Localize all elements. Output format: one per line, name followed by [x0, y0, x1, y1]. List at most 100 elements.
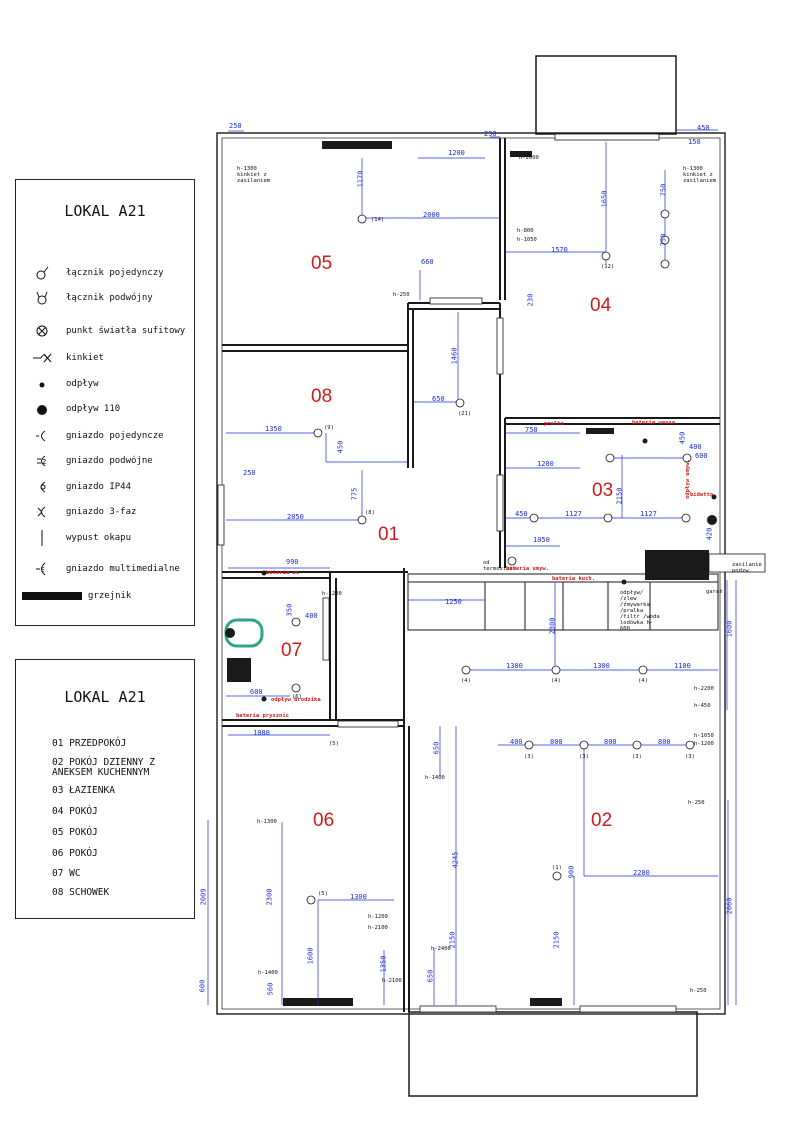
- dimension-label: 1080: [253, 729, 270, 737]
- legend-item-label: łącznik podwójny: [66, 293, 153, 303]
- room-legend-item: 07 WC: [52, 868, 81, 879]
- legend-item-label: odpływ 110: [66, 404, 121, 414]
- svg-text:2: 2: [42, 458, 46, 466]
- dimension-label: 660: [421, 258, 434, 266]
- dimension-label: 1127: [640, 510, 657, 518]
- red-note-pralka: pralka: [544, 421, 564, 427]
- legend-item-label: grzejnik: [88, 591, 132, 601]
- circuit-number: (4): [551, 678, 561, 684]
- room-legend-item: 03 ŁAZIENKA: [52, 785, 115, 796]
- symbol-legend: LOKAL A21 łącznik pojedynczy łącznik pod…: [15, 179, 195, 626]
- legend-item-label: punkt światła sufitowy: [66, 326, 186, 336]
- dimension-label: 750: [659, 183, 668, 197]
- dimension-label: 650: [432, 395, 445, 403]
- dimension-label: 2150: [552, 931, 561, 949]
- double-socket-icon: 2: [28, 452, 56, 470]
- dimension-label: 420: [705, 527, 714, 541]
- height-tag: h-250: [690, 988, 707, 994]
- note-kinkiet-right: h-1300 kinkiet z zasilaniem: [683, 166, 717, 184]
- circuit-number: (9): [324, 425, 334, 431]
- svg-text:E: E: [41, 567, 45, 574]
- legend-item: wypust okapu: [28, 529, 131, 547]
- single-switch-icon: [28, 264, 56, 282]
- dimension-label: 1170: [356, 170, 365, 188]
- note-garaz: garaż: [706, 589, 723, 595]
- height-tag: h-2400: [431, 946, 451, 952]
- legend-item-label: gniazdo podwójne: [66, 456, 153, 466]
- circuit-number: (3): [579, 754, 589, 760]
- legend-item-label: gniazdo IP44: [66, 482, 132, 492]
- balcony-bottom: [408, 1011, 698, 1097]
- dimension-label: 775: [350, 487, 359, 501]
- room-number-03: 03: [592, 480, 614, 501]
- dimension-label: 800: [604, 738, 617, 746]
- single-socket-icon: [28, 427, 56, 445]
- wall-lamp-icon: [28, 349, 56, 367]
- dimension-label: 1200: [537, 460, 554, 468]
- dimension-label: 600: [198, 979, 207, 993]
- dimension-label: 150: [688, 138, 701, 146]
- circuit-number: (6): [292, 694, 302, 700]
- dimension-label: 450: [515, 510, 528, 518]
- legend-item: E gniazdo multimedialne: [28, 558, 180, 580]
- legend-item: 2 gniazdo podwójne: [28, 452, 153, 470]
- dimension-label: 2150: [615, 487, 624, 505]
- height-tag: h-450: [694, 703, 711, 709]
- dimension-label: 250: [484, 130, 497, 138]
- room-legend-title: LOKAL A21: [64, 688, 146, 706]
- legend-item: gniazdo 3-faz: [28, 503, 136, 521]
- ip44-socket-icon: [28, 478, 56, 496]
- dimension-label: 400: [510, 738, 523, 746]
- room-number-04: 04: [590, 295, 612, 316]
- circuit-number: (21): [458, 411, 472, 417]
- balcony-top: [535, 55, 677, 135]
- height-tag: h-1400: [258, 970, 278, 976]
- legend-item: gniazdo IP44: [28, 478, 131, 496]
- dimension-label: 1600: [306, 947, 315, 965]
- red-note-bateria-umyw: bateria umyw.: [506, 566, 550, 572]
- drains: [261, 438, 717, 702]
- height-tag: h-1200: [694, 741, 714, 747]
- drain-110-icon: [28, 400, 56, 418]
- dimension-label: 450: [697, 124, 710, 132]
- note-termostat: od termostatu: [483, 560, 517, 572]
- red-note-bateria-wc: bateria wc: [266, 570, 300, 576]
- dimension-label: 1250: [445, 598, 462, 606]
- dimension-label: 2060: [725, 897, 734, 915]
- legend-item-label: kinkiet: [66, 353, 104, 363]
- dimension-label: 1127: [565, 510, 582, 518]
- legend-item-label: odpływ: [66, 379, 99, 389]
- dimension-label: 1300: [350, 893, 367, 901]
- room-legend-item: 01 PRZEDPOKÓJ: [52, 738, 127, 749]
- dimension-label: 600: [250, 688, 263, 696]
- symbol-legend-title: LOKAL A21: [64, 202, 146, 220]
- dimension-label: 2300: [548, 617, 557, 635]
- legend-item: łącznik pojedynczy: [28, 264, 164, 282]
- height-tag: h-1050: [694, 733, 714, 739]
- red-note-odplyw-brodzika: odpływ brodzika: [271, 697, 321, 703]
- drain-icon: [28, 375, 56, 393]
- dimension-label: 800: [550, 738, 563, 746]
- room-number-05: 05: [311, 253, 333, 274]
- dimension-label: 990: [286, 558, 299, 566]
- circuit-number: (4): [638, 678, 648, 684]
- room-legend-item: 02 POKÓJ DZIENNY Z ANEKSEM KUCHENNYM: [52, 757, 155, 778]
- dimension-label: 1050: [533, 536, 550, 544]
- dimension-label: 2009: [199, 888, 208, 906]
- circuit-number: (8): [365, 510, 375, 516]
- legend-item: odpływ 110: [28, 400, 120, 418]
- dimension-label: 1570: [551, 246, 568, 254]
- circuit-number: (3): [632, 754, 642, 760]
- room-number-01: 01: [378, 524, 400, 545]
- dimension-label: 450: [678, 431, 687, 445]
- dimension-label: 1300: [506, 662, 523, 670]
- dimension-label: 650: [426, 969, 435, 983]
- height-tag: h-250: [688, 800, 705, 806]
- height-tag: h-1200: [322, 591, 342, 597]
- height-tag: h-2100: [368, 925, 388, 931]
- dimension-label: 2300: [265, 888, 274, 906]
- dimension-label: 450: [336, 440, 345, 454]
- three-phase-socket-icon: [28, 503, 56, 521]
- circuit-number: (4): [461, 678, 471, 684]
